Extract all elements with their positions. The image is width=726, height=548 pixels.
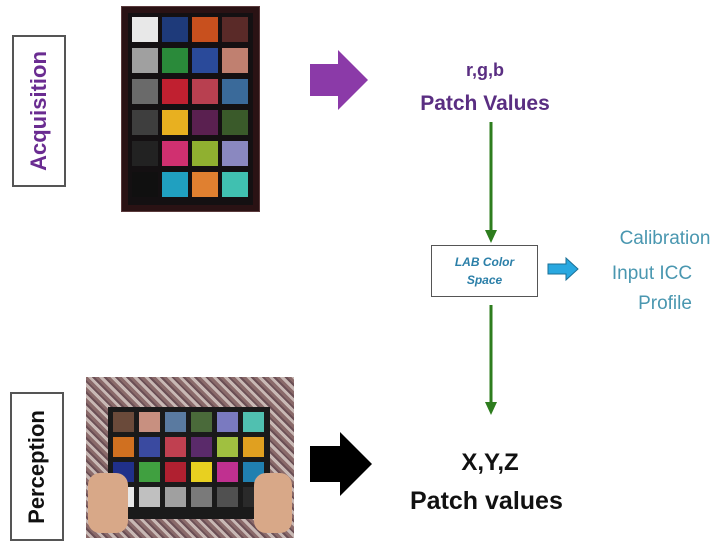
color-patch: [165, 487, 186, 507]
color-patch: [243, 437, 264, 457]
hand-held-chart-photo: [86, 377, 294, 538]
color-patch: [165, 437, 186, 457]
color-patch: [191, 462, 212, 482]
color-patch: [192, 110, 218, 135]
rgb-label: r,g,b: [465, 60, 504, 80]
color-patch: [162, 172, 188, 197]
color-patch: [191, 487, 212, 507]
perception-chart-board: [108, 407, 270, 519]
perception-label-box: Perception: [10, 392, 64, 541]
lab-color-space-label: LAB Color Space: [455, 253, 514, 289]
color-patch: [165, 462, 186, 482]
color-patch: [162, 110, 188, 135]
color-patch: [139, 437, 160, 457]
color-patch: [132, 110, 158, 135]
color-patch: [192, 172, 218, 197]
color-checker-photo: [121, 6, 260, 212]
profile-label: Profile: [638, 293, 692, 314]
color-patch: [162, 141, 188, 166]
input-icc-label: Input ICC: [611, 263, 693, 284]
color-patch: [165, 412, 186, 432]
color-patch: [191, 412, 212, 432]
blue-arrow: [547, 256, 579, 282]
color-patch: [217, 462, 238, 482]
color-patch: [222, 172, 248, 197]
xyz-patch-values-label: Patch values: [410, 487, 563, 515]
color-patch: [192, 48, 218, 73]
green-arrow-bottom-head: [485, 402, 497, 415]
color-patch: [222, 110, 248, 135]
color-patch: [139, 487, 160, 507]
color-patch: [162, 48, 188, 73]
color-patch: [217, 487, 238, 507]
color-patch: [222, 17, 248, 42]
color-patch: [132, 172, 158, 197]
color-patch: [222, 79, 248, 104]
color-patch: [139, 412, 160, 432]
lab-color-space-box: LAB Color Space: [431, 245, 538, 297]
color-patch: [132, 79, 158, 104]
left-hand: [88, 473, 128, 533]
color-patch: [191, 437, 212, 457]
color-patch: [162, 17, 188, 42]
acquisition-label-box: Acquisition: [12, 35, 66, 187]
color-patch: [132, 141, 158, 166]
right-hand: [254, 473, 292, 533]
color-patch: [222, 48, 248, 73]
calibration-label: Calibration: [619, 228, 711, 249]
xyz-label: X,Y,Z: [461, 449, 519, 476]
color-patch: [132, 17, 158, 42]
color-patch: [162, 79, 188, 104]
color-patch: [192, 79, 218, 104]
color-patch: [139, 462, 160, 482]
color-patch: [243, 412, 264, 432]
color-patch: [217, 437, 238, 457]
rgb-patch-values-label: Patch Values: [420, 92, 550, 115]
color-patch: [132, 48, 158, 73]
color-checker-board: [128, 13, 253, 205]
color-patch: [222, 141, 248, 166]
color-patch: [113, 437, 134, 457]
lab-label-line2: Space: [466, 273, 503, 287]
color-patch: [217, 412, 238, 432]
purple-arrow: [310, 50, 368, 110]
lab-label-line1: LAB Color: [454, 255, 515, 269]
black-arrow: [310, 432, 372, 496]
color-patch: [192, 17, 218, 42]
color-patch: [113, 412, 134, 432]
color-patch: [192, 141, 218, 166]
green-arrow-top-head: [485, 230, 497, 243]
